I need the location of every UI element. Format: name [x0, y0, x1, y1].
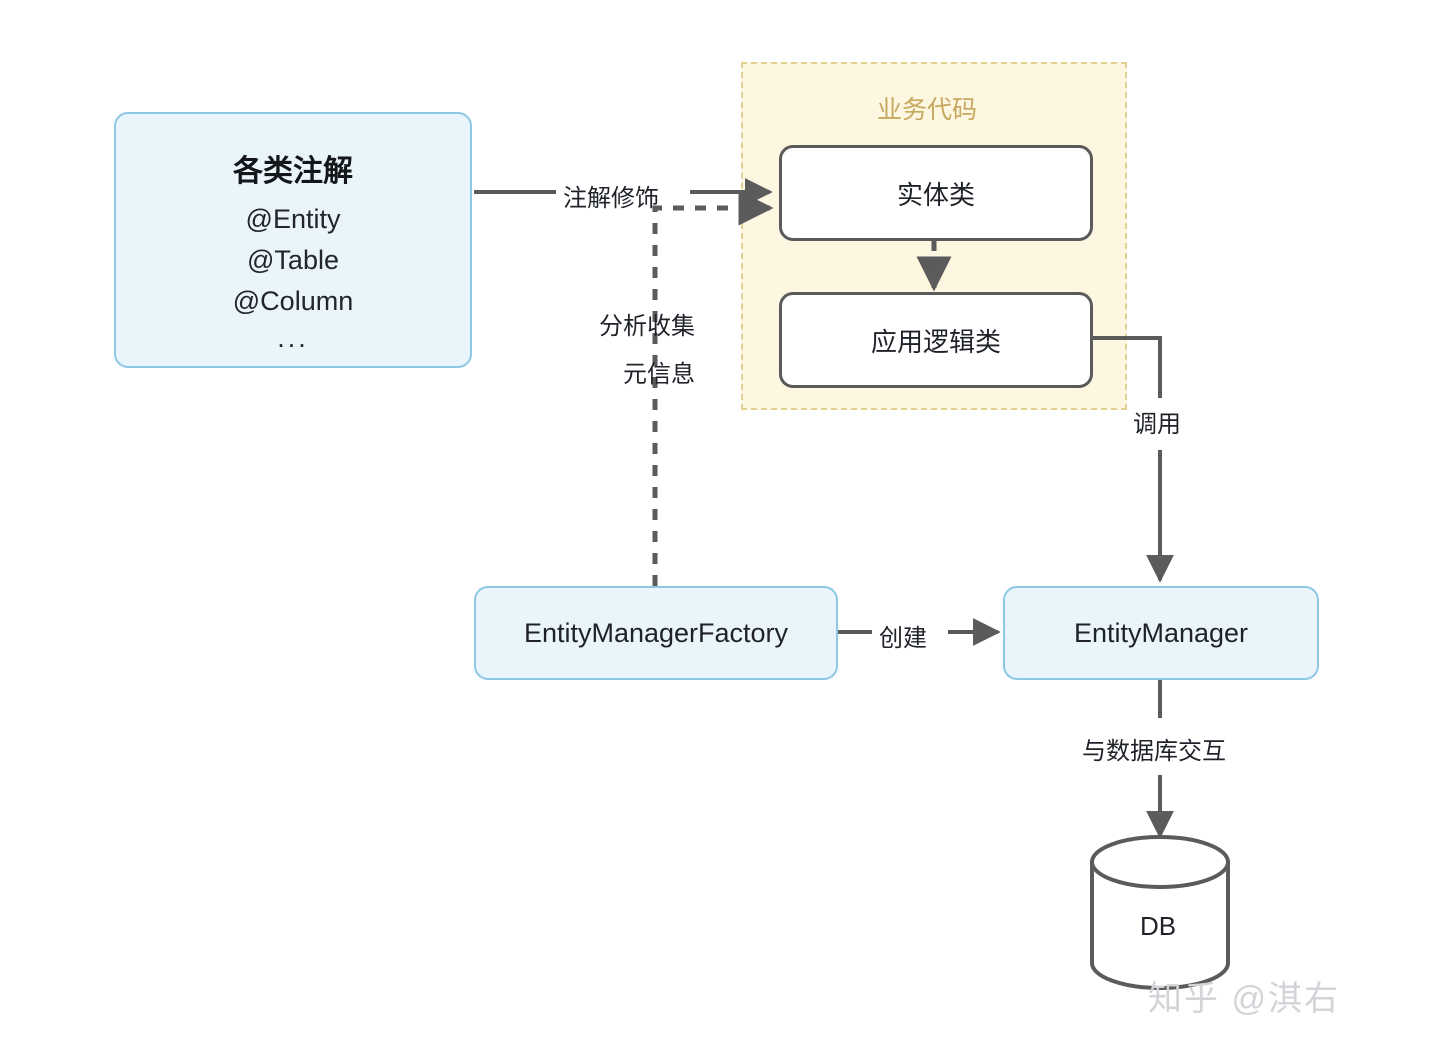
watermark: 知乎 @淇右 — [1148, 980, 1340, 1018]
edge-label-db-interact: 与数据库交互 — [1082, 738, 1226, 765]
app-logic-class-box[interactable]: 应用逻辑类 — [779, 292, 1093, 388]
edge-label-create: 创建 — [879, 625, 927, 652]
edge-label-collect-meta-line1: 分析收集 — [599, 313, 695, 340]
entity-manager-factory-label: EntityManagerFactory — [523, 617, 789, 648]
entity-manager-box[interactable]: EntityManager — [1003, 586, 1319, 680]
annotations-box[interactable]: 各类注解 @Entity @Table @Column ... — [114, 112, 472, 368]
edge-label-collect-meta-line2: 元信息 — [623, 361, 695, 388]
annotations-box-title: 各类注解 — [233, 155, 353, 188]
entity-class-box[interactable]: 实体类 — [779, 145, 1093, 241]
business-code-region-title: 业务代码 — [877, 96, 978, 124]
app-logic-class-label: 应用逻辑类 — [870, 326, 1001, 357]
annotation-item-column: @Column — [232, 286, 354, 316]
annotation-item-table: @Table — [247, 245, 339, 275]
edge-label-decorate: 注解修饰 — [563, 185, 659, 212]
annotation-item-entity: @Entity — [245, 204, 341, 234]
database-label: DB — [1140, 911, 1177, 941]
annotation-ellipsis: ... — [277, 323, 309, 353]
entity-manager-factory-box[interactable]: EntityManagerFactory — [474, 586, 838, 680]
edge-label-invoke: 调用 — [1133, 411, 1181, 438]
entity-manager-label: EntityManager — [1073, 617, 1249, 648]
entity-class-label: 实体类 — [896, 179, 975, 210]
